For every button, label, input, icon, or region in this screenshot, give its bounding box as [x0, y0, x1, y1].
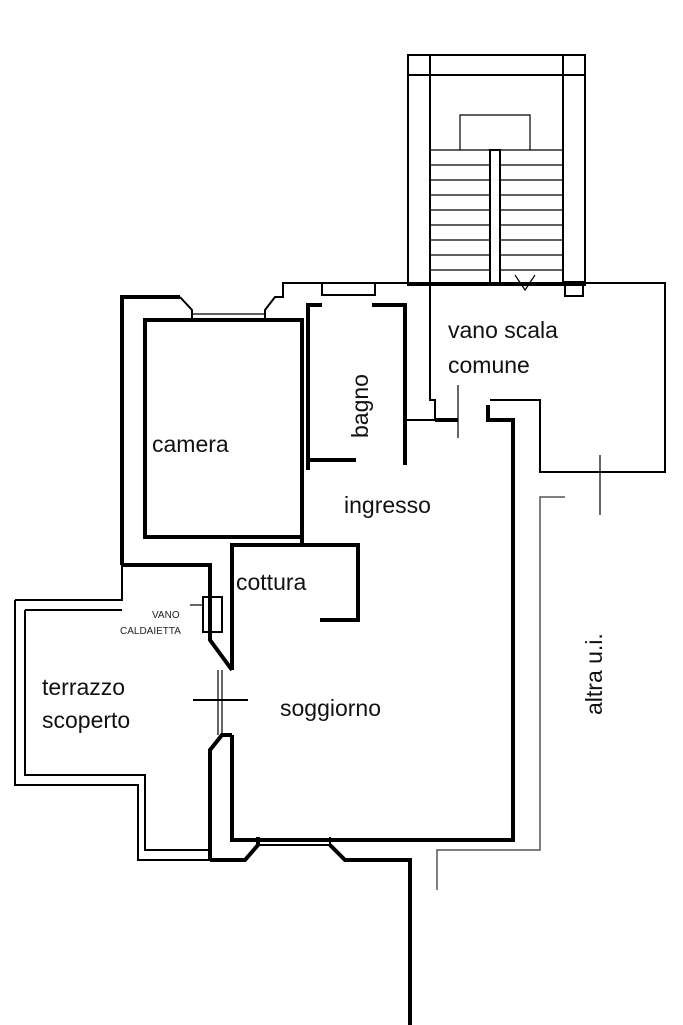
label-altra-ui: altra u.i.: [581, 633, 607, 715]
label-soggiorno: soggiorno: [280, 695, 381, 721]
label-vano: VANO: [152, 610, 180, 621]
stair-tower: [407, 54, 586, 297]
label-ingresso: ingresso: [344, 492, 431, 518]
label-camera: camera: [152, 431, 229, 457]
label-comune: comune: [448, 352, 530, 378]
label-vano-scala: vano scala: [448, 317, 558, 343]
walls: [14, 282, 666, 1025]
stair-steps: [430, 149, 563, 271]
label-cottura: cottura: [236, 569, 307, 595]
label-caldaietta: CALDAIETTA: [120, 626, 181, 637]
label-terrazzo: terrazzo: [42, 674, 125, 700]
label-bagno: bagno: [347, 374, 373, 438]
label-scoperto: scoperto: [42, 707, 130, 733]
